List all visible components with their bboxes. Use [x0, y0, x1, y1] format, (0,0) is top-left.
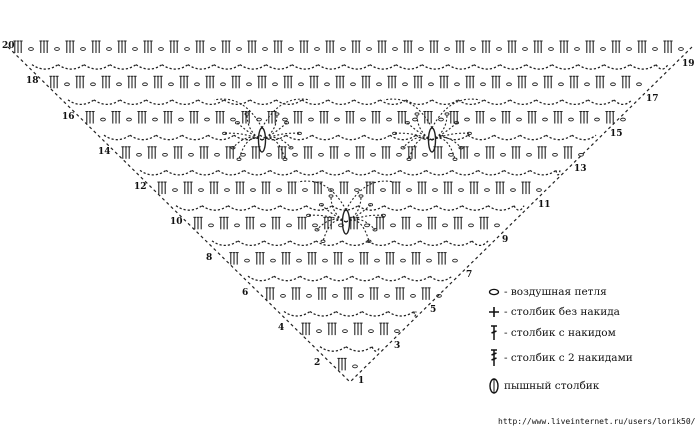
chart-rows — [7, 40, 693, 383]
legend-label: пышный столбик — [504, 380, 600, 392]
row-number-label: 17 — [646, 93, 659, 104]
row-number-label: 1 — [358, 376, 365, 386]
legend-label: - столбик с накидом — [504, 327, 616, 339]
row-number-label: 19 — [682, 58, 695, 69]
legend-label: - столбик без накида — [504, 306, 620, 318]
row-number-label: 3 — [394, 340, 401, 351]
row-number-label: 8 — [206, 252, 213, 263]
row-number-label: 7 — [466, 270, 473, 281]
legend-item-treble-crochet: - столбик с 2 накидами — [484, 349, 633, 366]
row-number-label: 6 — [242, 287, 249, 298]
row-number-label: 5 — [430, 305, 437, 316]
puff-stitch-icon — [484, 378, 504, 394]
row-number-label: 4 — [278, 323, 285, 334]
butterfly-motifs — [213, 98, 481, 243]
treble-crochet-icon — [484, 349, 504, 366]
row-number-label: 16 — [62, 111, 75, 122]
row-number-label: 20 — [2, 41, 15, 51]
row-number-label: 18 — [26, 76, 39, 87]
row-number-label: 15 — [610, 129, 623, 140]
legend-item-chain: - воздушная петля — [484, 284, 607, 300]
row-number-label: 2 — [314, 358, 321, 369]
chain-icon — [484, 284, 504, 300]
row-number-label: 13 — [574, 164, 587, 175]
double-crochet-icon — [484, 325, 504, 341]
row-number-label: 12 — [134, 182, 147, 193]
single-crochet-icon — [484, 304, 504, 320]
legend-item-single-crochet: - столбик без накида — [484, 304, 620, 320]
legend-item-double-crochet: - столбик с накидом — [484, 325, 616, 341]
legend-label: - воздушная петля — [504, 286, 607, 298]
row-number-label: 9 — [502, 234, 509, 245]
row-number-label: 10 — [170, 217, 183, 228]
row-number-label: 11 — [538, 199, 551, 210]
row-number-label: 14 — [98, 146, 111, 157]
legend-item-puff-stitch: пышный столбик — [484, 378, 599, 394]
legend-label: - столбик с 2 накидами — [504, 352, 633, 364]
source-url: http://www.liveinternet.ru/users/lorik50… — [498, 417, 696, 426]
